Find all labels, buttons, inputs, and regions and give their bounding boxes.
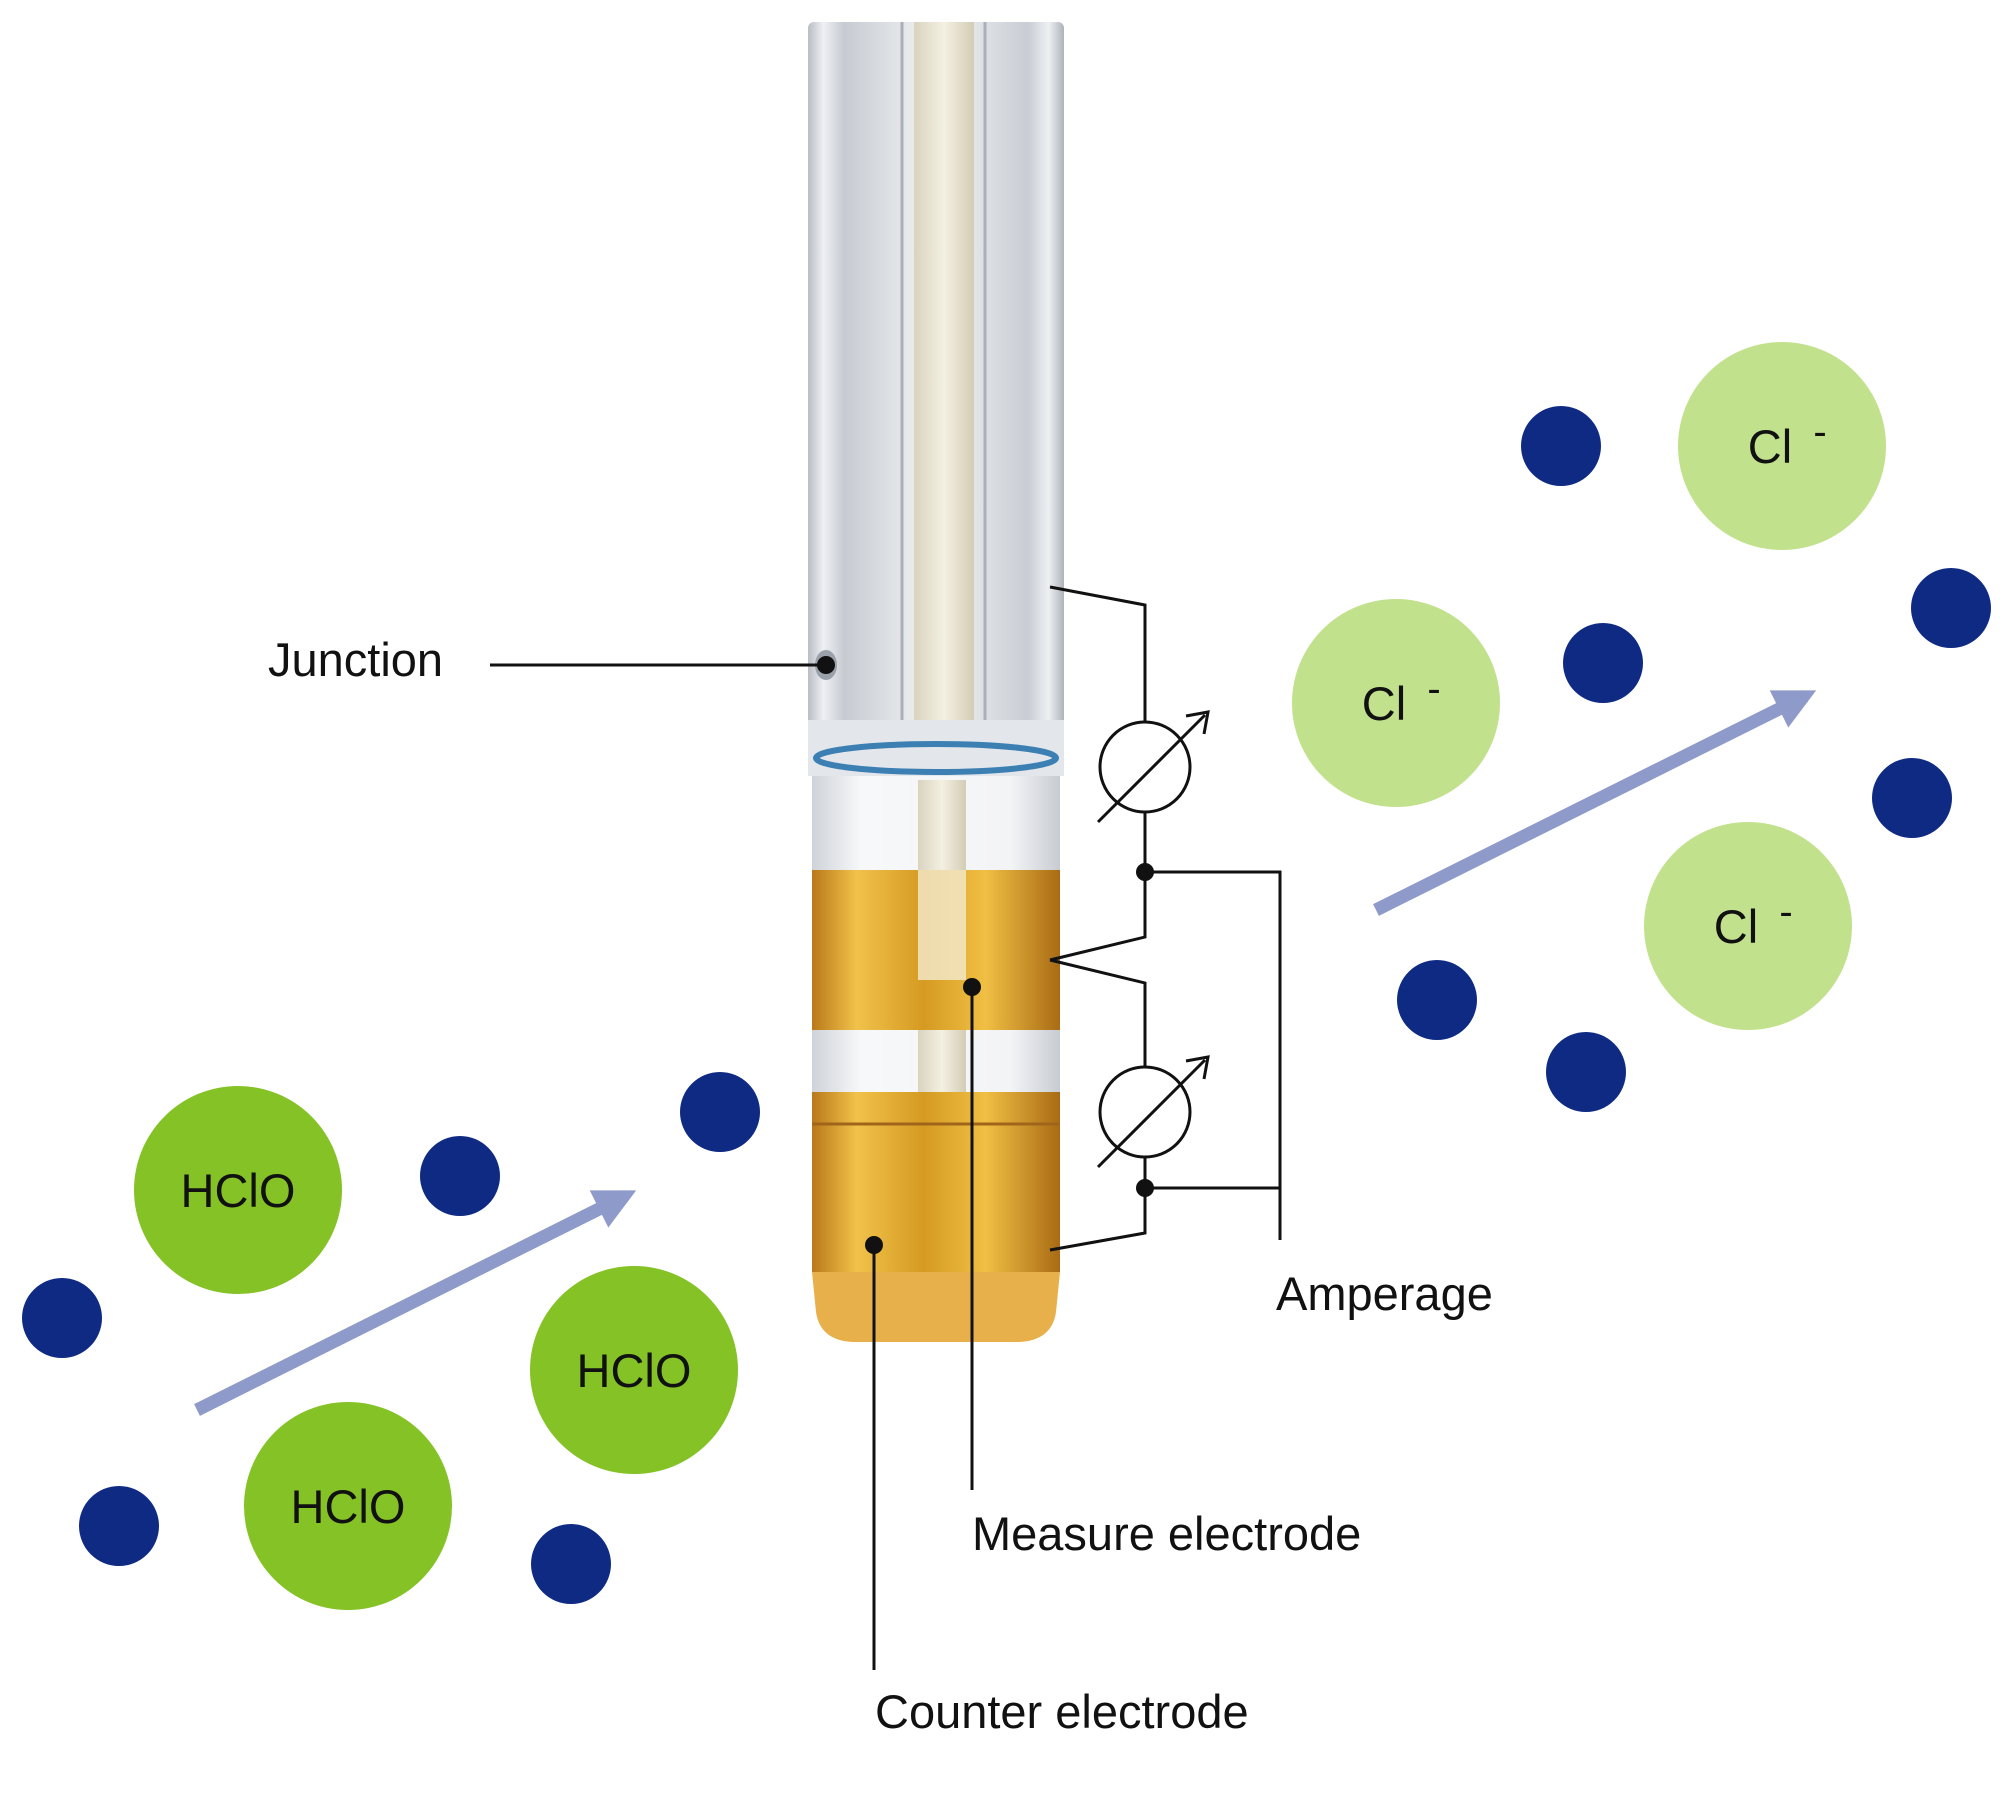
probe-tip	[812, 1272, 1060, 1342]
particles	[22, 406, 1991, 1604]
wick	[914, 22, 974, 752]
hclo-molecule: HClO	[134, 1086, 342, 1294]
counter-electrode-band	[812, 1092, 1060, 1272]
flow-arrow-icon	[1373, 690, 1817, 916]
sensor-probe	[808, 22, 1064, 1342]
chloride-ion: Cl -	[1644, 822, 1852, 1030]
circuit-nodes	[817, 656, 1154, 1254]
svg-text:Cl: Cl	[1748, 420, 1792, 473]
chloride-ion: Cl -	[1292, 599, 1500, 807]
amperage-label: Amperage	[1276, 1267, 1493, 1320]
svg-text:HClO: HClO	[577, 1344, 692, 1397]
svg-text:-: -	[1779, 890, 1792, 934]
svg-text:-: -	[1813, 410, 1826, 454]
circuit	[490, 585, 1282, 1670]
measure-electrode-label: Measure electrode	[972, 1507, 1361, 1560]
hclo-molecule: HClO	[244, 1402, 452, 1610]
junction-label: Junction	[268, 633, 443, 686]
ammeter-icon	[1096, 1055, 1210, 1169]
svg-text:HClO: HClO	[181, 1164, 296, 1217]
svg-text:HClO: HClO	[291, 1480, 406, 1533]
svg-text:Cl: Cl	[1362, 677, 1406, 730]
chloride-ion: Cl -	[1678, 342, 1886, 550]
counter-electrode-label: Counter electrode	[875, 1685, 1249, 1738]
ammeter-icon	[1096, 710, 1210, 824]
svg-text:Cl: Cl	[1714, 900, 1758, 953]
flow-arrow-icon	[194, 1190, 637, 1416]
svg-text:-: -	[1427, 667, 1440, 711]
hclo-molecule: HClO	[530, 1266, 738, 1474]
